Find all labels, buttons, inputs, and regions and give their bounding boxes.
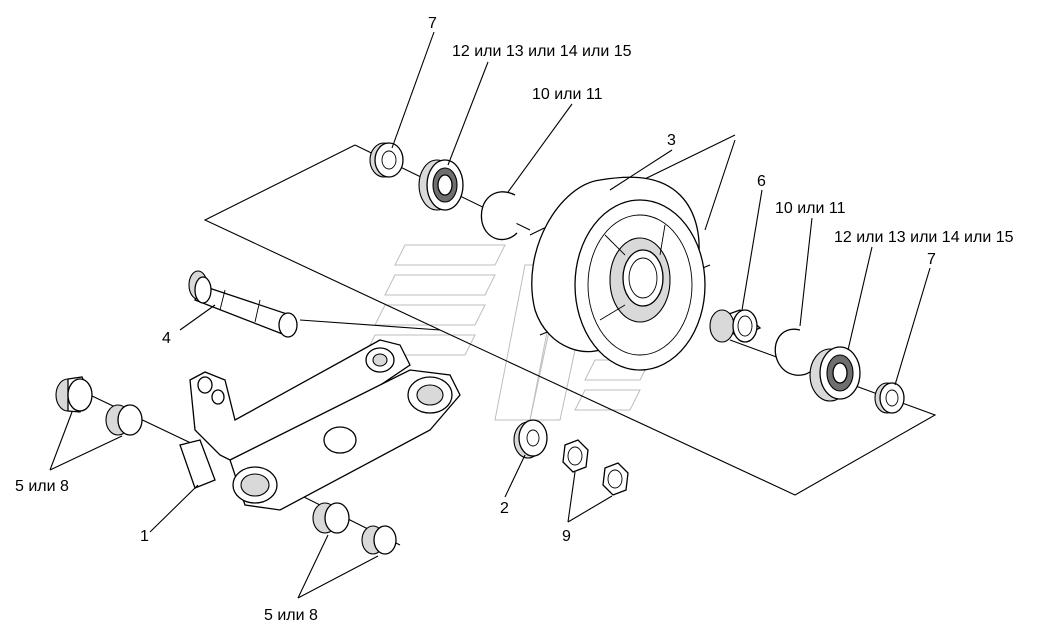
label-10-top: 10 или 11 — [532, 86, 603, 103]
bushing-5-bottom-a — [312, 502, 350, 534]
ring-7-top — [369, 142, 404, 178]
bushing-5-bottom-b — [361, 525, 397, 555]
bushing-5-left-a — [55, 376, 93, 413]
wheel-3 — [531, 176, 706, 371]
label-4: 4 — [162, 330, 171, 347]
label-6: 6 — [757, 173, 766, 190]
circlip-10-right — [774, 328, 813, 376]
label-9: 9 — [562, 528, 571, 545]
sleeve-6 — [709, 309, 762, 343]
label-3: 3 — [667, 132, 676, 149]
bearing-12-right — [809, 346, 861, 402]
label-12-right: 12 или 13 или 14 или 15 — [834, 229, 1014, 246]
callout-labels: 7 12 или 13 или 14 или 15 10 или 11 3 6 … — [15, 15, 1014, 624]
label-10-right: 10 или 11 — [775, 200, 846, 217]
leader-lines — [49, 31, 931, 599]
label-7-right: 7 — [927, 251, 936, 268]
label-12-top: 12 или 13 или 14 или 15 — [452, 43, 632, 60]
label-2: 2 — [500, 500, 509, 517]
washer-2 — [513, 419, 548, 459]
label-1: 1 — [140, 528, 149, 545]
label-5-left: 5 или 8 — [15, 478, 69, 495]
axle-pin-4 — [188, 270, 298, 338]
ring-7-right — [874, 382, 905, 414]
nut-9-b — [602, 462, 629, 496]
bushing-5-left-b — [105, 404, 143, 436]
label-7-top: 7 — [428, 15, 437, 32]
circlip-10-top — [480, 191, 518, 241]
label-5-bottom: 5 или 8 — [264, 607, 318, 624]
bearing-12-top — [418, 159, 464, 211]
lever-arm-1 — [179, 339, 461, 511]
nut-9-a — [562, 439, 589, 473]
